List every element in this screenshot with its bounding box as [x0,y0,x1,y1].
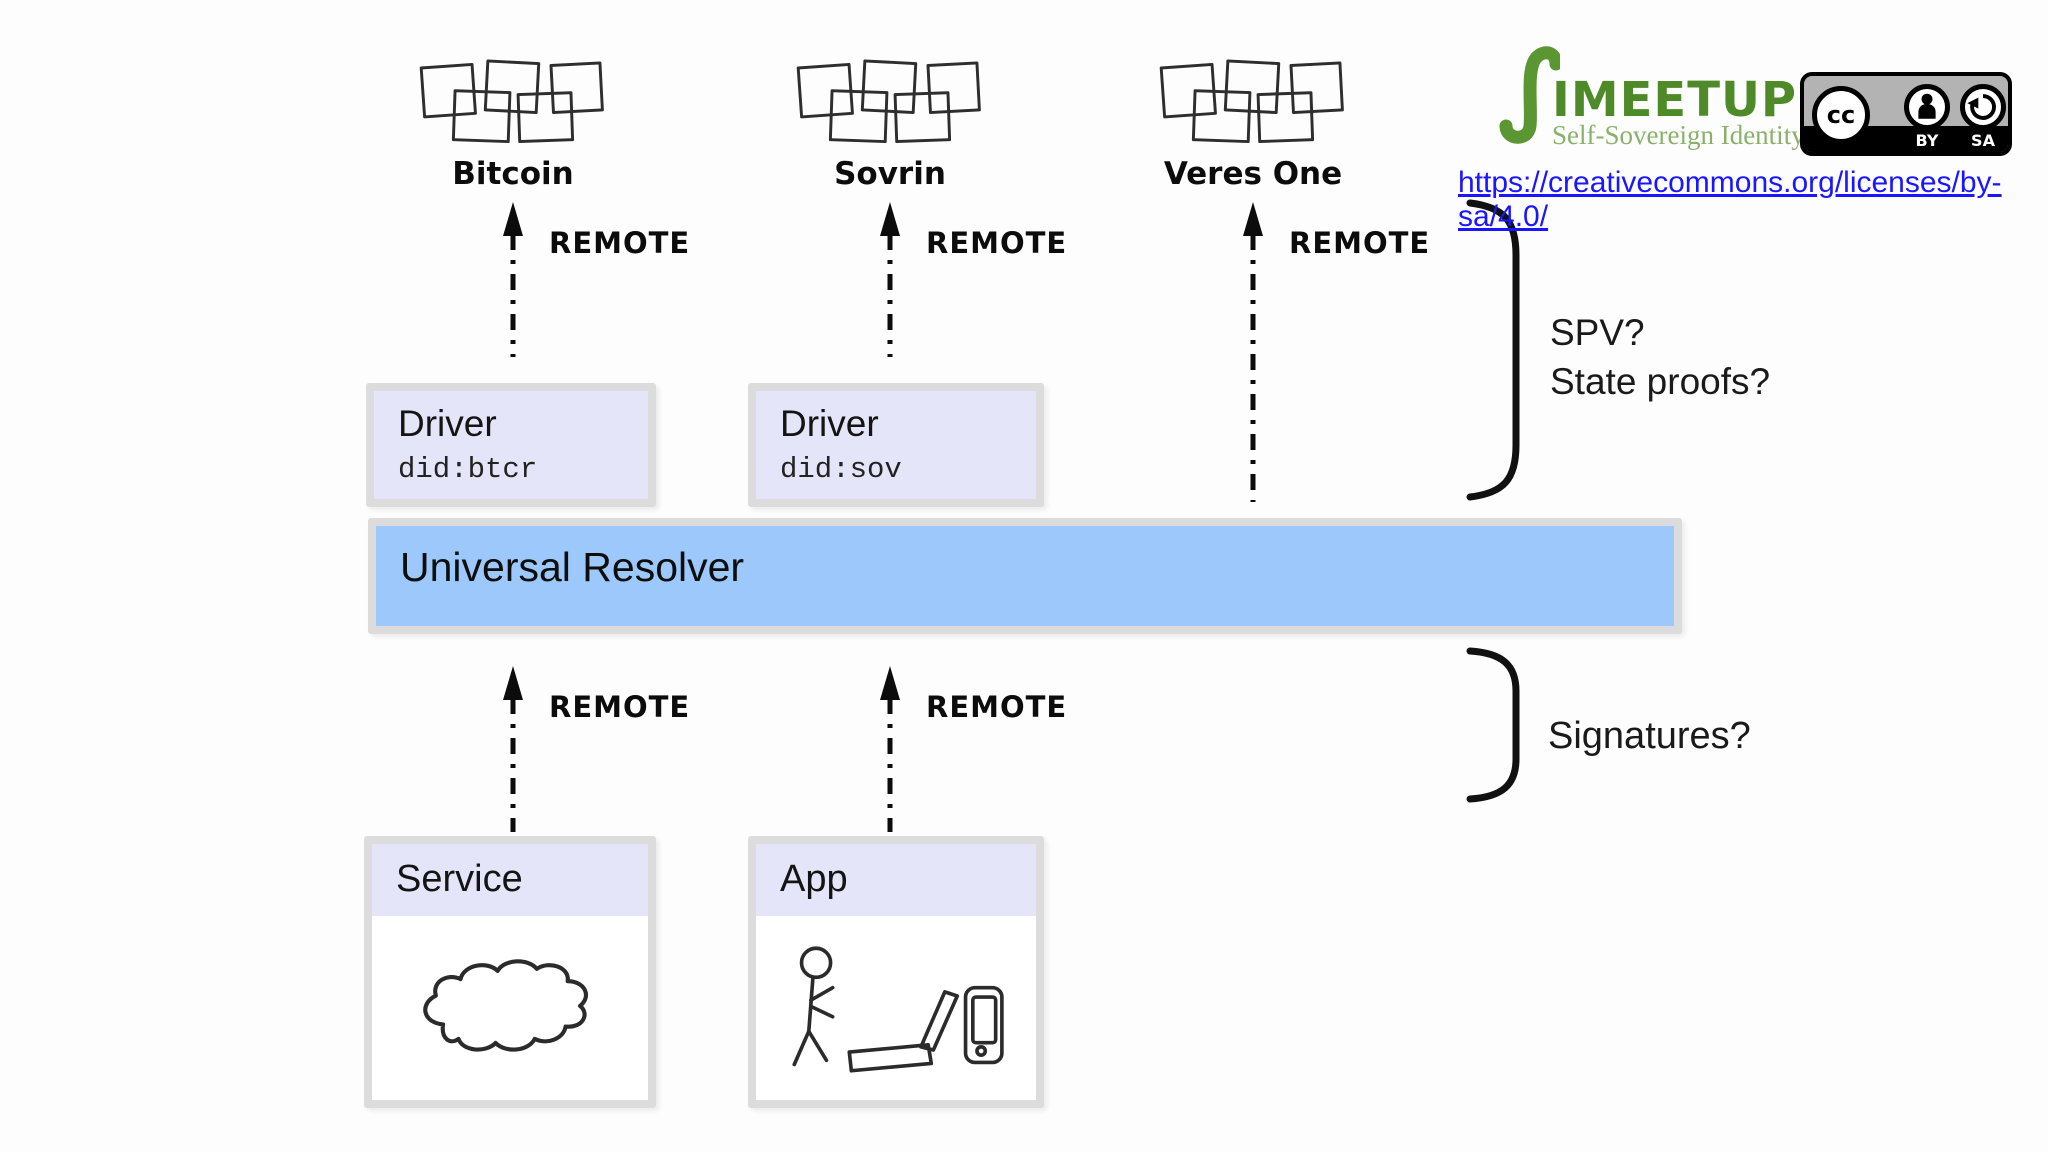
cc-by-sa-badge: cc BY SA [1800,72,2012,156]
dashed-arrow-up-icon [1243,202,1263,502]
user-devices-icon [792,945,1004,1073]
cc-by-label: BY [1915,131,1939,150]
cloud-icon [423,959,588,1052]
dashed-arrow-up-icon [880,666,900,832]
dashed-arrow-up-icon [503,666,523,832]
signatures-annotation: Signatures? [1548,715,1751,757]
license-link[interactable]: https://creativecommons.org/licenses/by-… [1458,166,2002,233]
share-alike-icon [1960,84,2006,130]
cc-icon: cc [1812,86,1870,144]
app-title: App [780,858,848,900]
bracket-icon [1466,647,1520,803]
cc-sa-label: SA [1971,131,1995,150]
driver-box-sov: Driver did:sov [748,383,1044,507]
service-box: Service [364,836,656,1108]
ledger-label-veres-one: Veres One [1163,156,1343,192]
blockchain-icon [1159,59,1344,144]
ledger-label-bitcoin: Bitcoin [452,156,574,192]
ssi-logo-swirl-icon [1499,46,1560,144]
dashed-arrow-up-icon [503,202,523,357]
blockchain-icon [796,59,981,144]
service-title: Service [396,858,523,900]
state-proofs-question: State proofs? [1550,361,1771,402]
bracket-icon [1466,199,1520,501]
remote-label: REMOTE [926,226,1068,260]
driver-method: did:sov [780,453,902,486]
driver-title: Driver [780,403,879,444]
dashed-arrow-up-icon [880,202,900,357]
blockchain-icon [419,59,604,144]
ssi-logo-tagline: Self-Sovereign Identity [1552,120,1805,150]
universal-resolver-bar: Universal Resolver [368,518,1682,634]
cc-icon-label: cc [1826,101,1856,129]
driver-box-btcr: Driver did:btcr [366,383,656,507]
universal-resolver-label: Universal Resolver [400,544,745,590]
spv-question: SPV? [1550,312,1645,353]
driver-title: Driver [398,403,497,444]
spv-state-proofs-annotation: SPV? State proofs? [1550,308,1770,406]
remote-label: REMOTE [549,226,691,260]
remote-label: REMOTE [549,690,691,724]
ssi-logo-wordmark: IMEETUP [1552,72,1798,128]
remote-label: REMOTE [1289,226,1431,260]
remote-label: REMOTE [926,690,1068,724]
ledger-label-sovrin: Sovrin [834,156,946,192]
driver-method: did:btcr [398,453,538,486]
attribution-person-icon [1904,84,1950,130]
app-box: App [748,836,1044,1108]
